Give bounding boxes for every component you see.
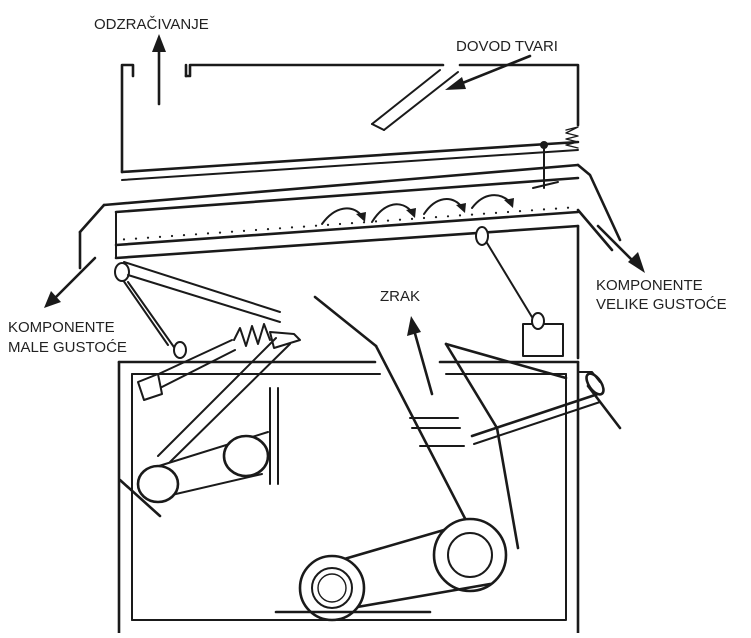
deck-perforation [422, 216, 426, 220]
air-label: ZRAK [380, 288, 420, 305]
deck-perforation [206, 232, 210, 235]
deck-perforation [314, 224, 318, 227]
blower-pulley [332, 517, 508, 612]
top-hood [120, 63, 580, 181]
right-deck-support [475, 224, 580, 360]
deck-perforation [230, 230, 234, 233]
deck-perforation [398, 218, 402, 221]
deck-perforation [182, 234, 186, 237]
deck-perforation [518, 210, 522, 213]
deck-perforation [350, 222, 354, 225]
deck-perforation [218, 231, 222, 234]
deck-perforation [386, 219, 390, 222]
deck-perforation [566, 206, 570, 209]
separating-deck [78, 163, 622, 270]
vent-label: ODZRAČIVANJE [94, 16, 209, 33]
deck-perforation [134, 237, 138, 240]
deck-perforation [506, 210, 510, 214]
deck-perforation [530, 209, 534, 212]
deck-perforation [146, 236, 150, 239]
base-housing [117, 360, 580, 635]
heavy-components-label-1: KOMPONENTE [596, 277, 703, 294]
air-arrow [407, 316, 434, 396]
left-linkage [114, 261, 281, 359]
deck-perforation [170, 234, 174, 238]
deck-perforation [362, 221, 366, 224]
deck-perforation [266, 228, 270, 231]
left-belt-drive [118, 337, 291, 518]
deck-perforation [326, 223, 330, 226]
feed-arrow [445, 54, 532, 90]
deck-perforation [446, 215, 450, 218]
heavy-components-arrow [596, 224, 645, 273]
deck-perforation [470, 213, 474, 216]
deck-perforation [338, 222, 342, 226]
deck-perforation [410, 217, 414, 220]
deck-perforation [194, 233, 198, 236]
particle-hop-arrows [321, 194, 514, 225]
deck-perforation [458, 214, 462, 217]
deck-perforation [122, 238, 126, 241]
air-duct [313, 295, 568, 550]
deck-perforation [254, 228, 258, 232]
feed-chute [371, 69, 459, 131]
feed-label: DOVOD TVARI [456, 38, 558, 55]
motor-pulley [274, 554, 432, 622]
deck-perforation [434, 216, 438, 219]
deck-perforation [158, 235, 162, 238]
adjust-handwheel [470, 371, 622, 445]
heavy-components-label-2: VELIKE GUSTOĆE [596, 296, 727, 313]
deck-perforation [374, 220, 378, 223]
deck-perforation [554, 207, 558, 210]
deck-perforation [494, 211, 498, 214]
light-components-arrow [44, 256, 97, 308]
deck-perforation [242, 229, 246, 232]
vent-arrow [152, 34, 166, 106]
deck-perforation [542, 208, 546, 211]
deck-perforation [302, 225, 306, 228]
deck-perforation [290, 226, 294, 229]
light-components-label-2: MALE GUSTOĆE [8, 339, 127, 356]
deck-perforation [278, 227, 282, 230]
deck-perforation [482, 212, 486, 215]
top-spring [565, 126, 579, 149]
light-components-label-1: KOMPONENTE [8, 319, 115, 336]
tension-spring [137, 323, 301, 401]
